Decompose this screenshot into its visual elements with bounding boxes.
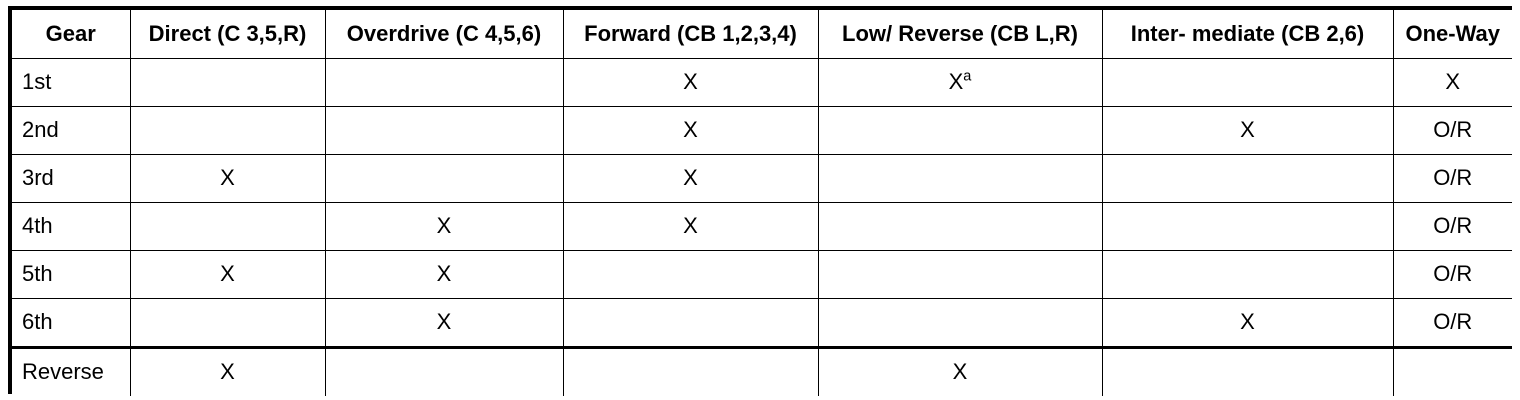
cell-one-way bbox=[1392, 346, 1512, 396]
cell-low-reverse bbox=[817, 202, 1103, 251]
cell-direct: X bbox=[129, 346, 326, 396]
gear-name-cell: 3rd bbox=[12, 154, 131, 203]
cell-intermediate bbox=[1101, 154, 1394, 203]
cell-one-way: O/R bbox=[1392, 154, 1512, 203]
column-header-intermediate: Inter- mediate (CB 2,6) bbox=[1101, 10, 1394, 59]
cell-intermediate bbox=[1101, 58, 1394, 107]
cell-forward: X bbox=[562, 202, 819, 251]
cell-intermediate bbox=[1101, 346, 1394, 396]
table-header-row: Gear Direct (C 3,5,R) Overdrive (C 4,5,6… bbox=[12, 10, 1512, 59]
column-header-low-reverse: Low/ Reverse (CB L,R) bbox=[817, 10, 1103, 59]
column-header-gear: Gear bbox=[12, 10, 131, 59]
cell-low-reverse: X bbox=[817, 346, 1103, 396]
cell-one-way: O/R bbox=[1392, 202, 1512, 251]
cell-overdrive: X bbox=[324, 250, 564, 299]
cell-low-reverse: Xa bbox=[817, 58, 1103, 107]
cell-forward bbox=[562, 298, 819, 348]
cell-one-way: X bbox=[1392, 58, 1512, 107]
gear-application-table: Gear Direct (C 3,5,R) Overdrive (C 4,5,6… bbox=[12, 10, 1512, 396]
cell-low-reverse bbox=[817, 154, 1103, 203]
cell-intermediate bbox=[1101, 250, 1394, 299]
cell-direct bbox=[129, 58, 326, 107]
cell-direct bbox=[129, 106, 326, 155]
cell-forward: X bbox=[562, 58, 819, 107]
cell-low-reverse bbox=[817, 106, 1103, 155]
cell-forward: X bbox=[562, 154, 819, 203]
gear-name-cell: 4th bbox=[12, 202, 131, 251]
cell-overdrive: X bbox=[324, 298, 564, 348]
gear-application-table-frame: Gear Direct (C 3,5,R) Overdrive (C 4,5,6… bbox=[8, 6, 1512, 396]
cell-one-way: O/R bbox=[1392, 106, 1512, 155]
gear-name-cell: 6th bbox=[12, 298, 131, 348]
cell-intermediate bbox=[1101, 202, 1394, 251]
cell-direct: X bbox=[129, 250, 326, 299]
cell-direct bbox=[129, 202, 326, 251]
cell-overdrive bbox=[324, 154, 564, 203]
cell-overdrive bbox=[324, 346, 564, 396]
gear-name-cell: 1st bbox=[12, 58, 131, 107]
cell-direct: X bbox=[129, 154, 326, 203]
footnote-marker: a bbox=[963, 69, 972, 86]
cell-low-reverse bbox=[817, 250, 1103, 299]
gear-name-cell: 5th bbox=[12, 250, 131, 299]
cell-forward bbox=[562, 250, 819, 299]
column-header-one-way: One-Way bbox=[1392, 10, 1512, 59]
cell-overdrive: X bbox=[324, 202, 564, 251]
gear-name-cell: 2nd bbox=[12, 106, 131, 155]
cell-low-reverse bbox=[817, 298, 1103, 348]
cell-one-way: O/R bbox=[1392, 250, 1512, 299]
cell-overdrive bbox=[324, 106, 564, 155]
column-header-forward: Forward (CB 1,2,3,4) bbox=[562, 10, 819, 59]
cell-overdrive bbox=[324, 58, 564, 107]
cell-intermediate: X bbox=[1101, 106, 1394, 155]
cell-mark: X bbox=[948, 69, 964, 95]
cell-one-way: O/R bbox=[1392, 298, 1512, 348]
column-header-direct: Direct (C 3,5,R) bbox=[129, 10, 326, 59]
gear-name-cell: Reverse bbox=[12, 346, 131, 396]
cell-forward bbox=[562, 346, 819, 396]
cell-direct bbox=[129, 298, 326, 348]
cell-intermediate: X bbox=[1101, 298, 1394, 348]
table-header: Gear Direct (C 3,5,R) Overdrive (C 4,5,6… bbox=[12, 10, 1512, 59]
cell-forward: X bbox=[562, 106, 819, 155]
column-header-overdrive: Overdrive (C 4,5,6) bbox=[324, 10, 564, 59]
